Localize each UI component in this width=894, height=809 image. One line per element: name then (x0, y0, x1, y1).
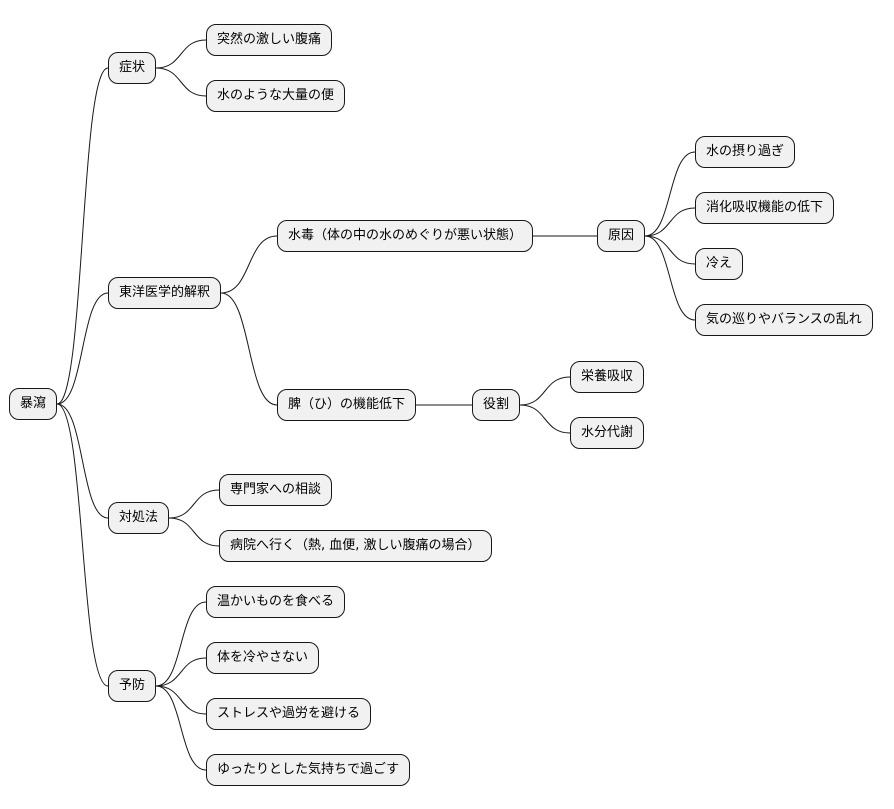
leaf-cause: 水の摂り過ぎ (695, 136, 796, 168)
connector-line (220, 235, 278, 294)
branch-treatment: 対処法 (108, 502, 170, 534)
leaf-treatment: 病院へ行く（熱, 血便, 激しい腹痛の場合） (219, 530, 492, 562)
connector-line (644, 235, 696, 321)
node-water-poison: 水毒（体の中の水のめぐりが悪い状態） (277, 220, 534, 252)
leaf-symptom: 水のような大量の便 (206, 80, 346, 112)
node-role: 役割 (472, 389, 521, 421)
leaf-prevention: ゆったりとした気持ちで過ごす (206, 754, 411, 786)
leaf-cause: 冷え (695, 248, 744, 280)
connector-line (56, 403, 109, 519)
connector-line (644, 207, 696, 237)
branch-eastern-interpretation: 東洋医学的解釈 (108, 277, 222, 309)
leaf-prevention: 温かいものを食べる (206, 586, 346, 618)
root-node: 暴瀉 (9, 388, 58, 420)
leaf-treatment: 専門家への相談 (219, 474, 333, 506)
node-spleen: 脾（ひ）の機能低下 (277, 389, 417, 421)
connector-line (519, 404, 571, 434)
node-cause: 原因 (597, 220, 646, 252)
leaf-prevention: ストレスや過労を避ける (206, 698, 372, 730)
leaf-prevention: 体を冷やさない (206, 642, 320, 674)
leaf-role: 水分代謝 (570, 417, 645, 449)
connector-line (56, 403, 109, 687)
connector-line (155, 39, 207, 69)
connector-line (168, 489, 220, 519)
connector-line (220, 292, 278, 406)
connector-line (155, 685, 207, 771)
connector-line (519, 376, 571, 406)
connector-line (155, 657, 207, 687)
branch-symptoms: 症状 (108, 52, 157, 84)
connector-line (644, 151, 696, 237)
leaf-cause: 気の巡りやバランスの乱れ (695, 304, 873, 336)
leaf-symptom: 突然の激しい腹痛 (206, 24, 333, 56)
branch-prevention: 予防 (108, 670, 157, 702)
connector-line (56, 292, 109, 405)
connector-line (168, 517, 220, 547)
connector-line (644, 235, 696, 265)
connector-line (155, 685, 207, 715)
connector-line (155, 601, 207, 687)
leaf-cause: 消化吸収機能の低下 (695, 192, 835, 224)
leaf-role: 栄養吸収 (570, 361, 645, 393)
connector-line (155, 67, 207, 97)
connector-line (56, 67, 109, 405)
